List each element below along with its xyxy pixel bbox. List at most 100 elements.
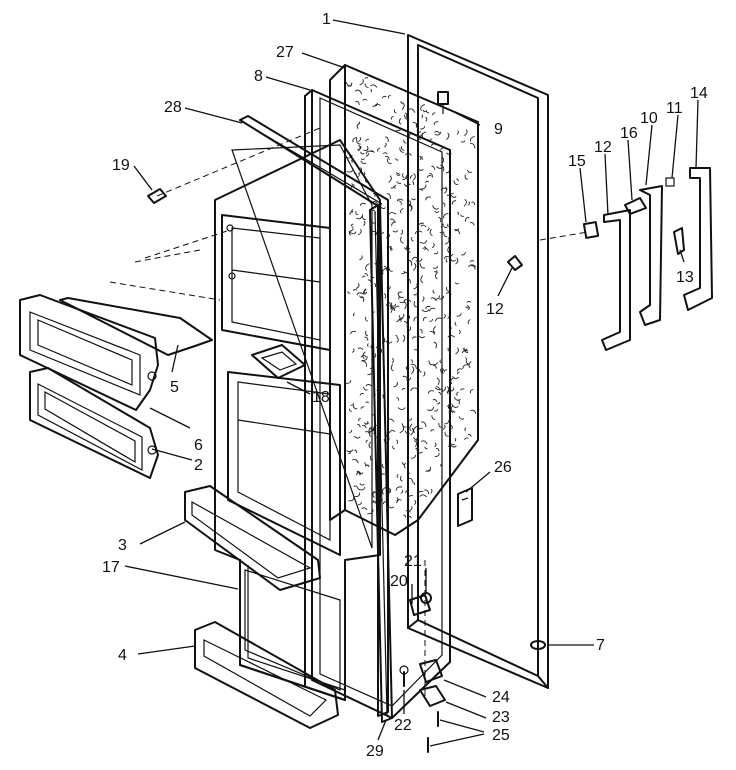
foam-texture-mark	[352, 459, 359, 464]
leader-lines	[124, 19, 699, 747]
foam-texture-mark	[408, 108, 416, 113]
foam-texture-mark	[399, 147, 405, 153]
foam-texture-mark	[421, 421, 427, 428]
foam-texture-mark	[417, 427, 423, 433]
foam-texture-mark	[359, 202, 366, 206]
foam-texture-mark	[358, 137, 362, 142]
foam-texture-mark	[396, 198, 404, 202]
callout-16: 16	[620, 125, 638, 142]
foam-texture-mark	[467, 264, 477, 268]
foam-texture-mark	[431, 415, 436, 420]
foam-texture-mark	[354, 435, 361, 439]
foam-texture-mark	[363, 220, 366, 227]
foam-texture-mark	[382, 267, 388, 275]
foam-texture-mark	[420, 104, 426, 112]
foam-texture-mark	[346, 449, 354, 453]
foam-texture-mark	[349, 210, 354, 216]
foam-texture-mark	[432, 205, 439, 210]
foam-texture-mark	[406, 314, 411, 321]
foam-texture-mark	[397, 317, 402, 321]
foam-texture-mark	[469, 388, 474, 394]
foam-texture-mark	[456, 177, 460, 181]
foam-texture-mark	[388, 267, 393, 272]
foam-texture-mark	[444, 432, 449, 437]
foam-texture-mark	[391, 357, 394, 364]
foam-texture-mark	[434, 409, 438, 412]
foam-texture-mark	[405, 509, 411, 513]
foam-texture-mark	[353, 485, 359, 490]
foam-texture-mark	[370, 84, 378, 88]
foam-texture-mark	[353, 312, 355, 317]
foam-texture-mark	[413, 348, 418, 351]
foam-texture-mark	[464, 427, 467, 432]
callout-19: 19	[112, 157, 130, 174]
foam-texture-mark	[396, 172, 400, 175]
callout-25: 25	[492, 727, 510, 744]
foam-texture-mark	[355, 283, 360, 289]
foam-texture-mark	[364, 431, 370, 434]
foam-texture-mark	[408, 259, 413, 266]
foam-texture-mark	[398, 200, 402, 206]
foam-texture-mark	[396, 337, 399, 343]
foam-texture-mark	[442, 202, 446, 207]
foam-texture-mark	[428, 360, 434, 366]
foam-texture-mark	[357, 121, 360, 125]
dispenser-cup	[251, 344, 306, 379]
foam-texture-mark	[350, 403, 355, 406]
foam-texture-mark	[400, 229, 404, 236]
foam-texture-mark	[464, 437, 469, 441]
foam-texture-mark	[357, 228, 362, 236]
foam-texture-mark	[416, 329, 420, 335]
foam-texture-mark	[434, 317, 443, 322]
foam-texture-mark	[429, 172, 433, 178]
foam-texture-mark	[381, 464, 385, 469]
foam-texture-mark	[348, 231, 357, 235]
foam-texture-mark	[407, 278, 411, 284]
foam-texture-mark	[385, 340, 393, 344]
foam-texture-mark	[456, 313, 462, 317]
foam-texture-mark	[383, 293, 387, 299]
handle-assembly	[507, 167, 713, 351]
foam-texture-mark	[399, 426, 405, 434]
foam-texture-mark	[445, 258, 448, 263]
foam-texture-mark	[404, 114, 410, 120]
foam-texture-mark	[364, 77, 369, 80]
foam-texture-mark	[361, 158, 365, 160]
foam-texture-mark	[360, 160, 367, 165]
foam-texture-mark	[444, 237, 450, 245]
foam-texture-mark	[365, 401, 369, 404]
foam-texture-mark	[419, 494, 428, 498]
foam-texture-mark	[348, 230, 352, 236]
foam-texture-mark	[408, 326, 412, 331]
foam-texture-mark	[406, 245, 411, 253]
foam-texture-mark	[403, 301, 407, 310]
foam-texture-mark	[377, 147, 381, 152]
foam-texture-mark	[365, 316, 369, 322]
foam-texture-mark	[400, 489, 404, 494]
lower-bin	[29, 367, 159, 479]
foam-texture-mark	[409, 204, 413, 212]
foam-texture-mark	[405, 366, 409, 371]
foam-texture-mark	[403, 514, 407, 518]
foam-texture-mark	[413, 283, 418, 290]
foam-texture-mark	[365, 152, 369, 157]
foam-texture-mark	[410, 359, 413, 364]
foam-texture-mark	[402, 176, 407, 181]
foam-texture-mark	[434, 131, 442, 136]
foam-texture-mark	[348, 408, 352, 412]
foam-texture-mark	[414, 499, 417, 506]
callout-17: 17	[102, 559, 120, 576]
foam-texture-mark	[426, 227, 430, 232]
foam-texture-mark	[426, 175, 432, 178]
foam-texture-mark	[470, 136, 475, 142]
foam-texture-mark	[436, 377, 440, 386]
foam-texture-mark	[429, 318, 433, 322]
foam-texture-mark	[461, 251, 466, 256]
foam-texture-mark	[396, 497, 399, 504]
callout-28: 28	[164, 99, 182, 116]
foam-texture-mark	[454, 321, 457, 326]
foam-texture-mark	[348, 497, 355, 502]
foam-texture-mark	[368, 433, 372, 437]
foam-texture-mark	[435, 271, 439, 280]
callout-26: 26	[494, 459, 512, 476]
